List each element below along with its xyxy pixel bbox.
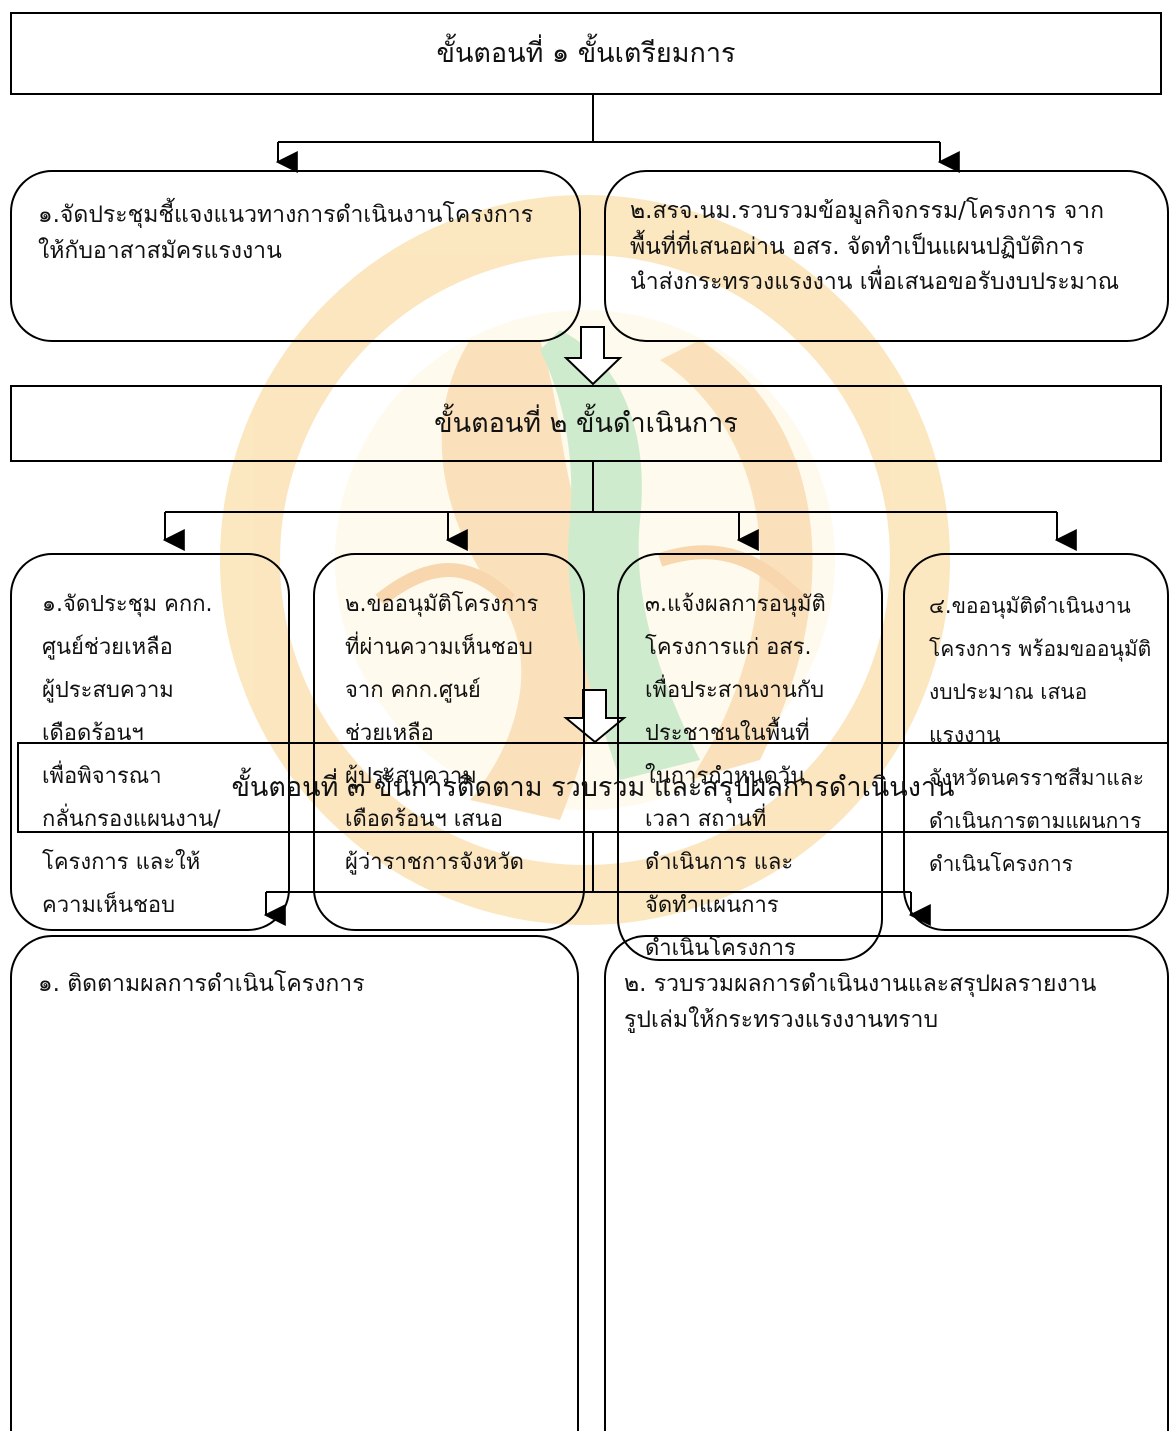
step2-item3-line8: จัดทำแผนการ — [645, 893, 779, 918]
step3-item2-line1: ๒. รวบรวมผลการดำเนินงานและสรุปผลรายงาน — [624, 971, 1097, 997]
step2-item1-line1: ๑.จัดประชุม คกก. — [42, 592, 213, 617]
step1-header: ขั้นตอนที่ ๑ ขั้นเตรียมการ — [10, 12, 1162, 95]
watermark-inner-disc — [335, 310, 835, 810]
step2-item4-line4: จังหวัดนครราชสีมาและ — [929, 766, 1144, 790]
step1-item2-line2: พื้นที่ที่เสนอผ่าน อสร. จัดทำเป็นแผนปฏิบ… — [630, 233, 1085, 260]
block-arrow-step1-to-step2 — [563, 326, 623, 386]
step3-header: ขั้นตอนที่ ๓ ขั้นการติดตาม รวบรวม และสรุ… — [17, 742, 1169, 833]
step2-item3-line7: ดำเนินการ และ — [645, 850, 794, 875]
step2-title: ขั้นตอนที่ ๒ ขั้นดำเนินการ — [434, 407, 738, 439]
step2-item1-line2: ศูนย์ช่วยเหลือ — [42, 635, 173, 660]
step1-item2-line1: ๒.สรจ.นม.รวบรวมข้อมูลกิจกรรม/โครงการ จาก — [630, 198, 1105, 224]
step2-item3-line1: ๓.แจ้งผลการอนุมัติ — [645, 592, 826, 617]
step2-item2-line5: ผู้ประสบความ — [345, 764, 477, 789]
block-arrow-step2-to-step3 — [563, 689, 627, 744]
step3-item1-box: ๑. ติดตามผลการดำเนินโครงการ — [10, 935, 579, 1431]
step1-item1-line2: ให้กับอาสาสมัครแรงงาน — [38, 237, 282, 264]
step2-item1-box: ๑.จัดประชุม คกก. ศูนย์ช่วยเหลือ ผู้ประสบ… — [10, 553, 290, 931]
step2-item1-line6: กลั่นกรองแผนงาน/ — [42, 807, 221, 832]
step2-item4-line6: ดำเนินโครงการ — [929, 852, 1073, 876]
step3-title: ขั้นตอนที่ ๓ ขั้นการติดตาม รวบรวม และสรุ… — [231, 771, 955, 803]
step2-item2-line7: ผู้ว่าราชการจังหวัด — [345, 850, 524, 875]
step2-item1-line5: เพื่อพิจารณา — [42, 764, 162, 789]
step2-item1-line4: เดือดร้อนฯ — [42, 721, 144, 746]
watermark-figure-right — [660, 340, 813, 780]
watermark-figure-center — [540, 330, 700, 780]
step2-item1-line7: โครงการ และให้ — [42, 850, 201, 875]
step2-item2-line1: ๒.ขออนุมัติโครงการ — [345, 592, 539, 617]
step2-item3-line9: ดำเนินโครงการ — [645, 936, 796, 961]
step1-item2-box: ๒.สรจ.นม.รวบรวมข้อมูลกิจกรรม/โครงการ จาก… — [604, 170, 1169, 342]
step2-item4-line2: โครงการ พร้อมขออนุมัติ — [929, 637, 1152, 661]
watermark-arm-left — [375, 563, 515, 606]
step3-item2-box: ๒. รวบรวมผลการดำเนินงานและสรุปผลรายงาน ร… — [604, 935, 1169, 1431]
step2-item2-line4: ช่วยเหลือ — [345, 721, 434, 746]
step2-item2-line2: ที่ผ่านความเห็นชอบ — [345, 635, 533, 660]
step2-item3-box: ๓.แจ้งผลการอนุมัติ โครงการแก่ อสร. เพื่อ… — [617, 553, 883, 961]
step1-item2-line3: นำส่งกระทรวงแรงงาน เพื่อเสนอขอรับงบประมา… — [630, 269, 1120, 296]
step2-item3-line6: เวลา สถานที่ — [645, 807, 767, 832]
step2-item4-line5: ดำเนินการตามแผนการ — [929, 809, 1142, 833]
step1-item1-box: ๑.จัดประชุมชี้แจงแนวทางการดำเนินงานโครงก… — [10, 170, 581, 342]
step3-item1-line1: ๑. ติดตามผลการดำเนินโครงการ — [38, 971, 365, 997]
step2-item2-line3: จาก คกก.ศูนย์ — [345, 678, 481, 703]
step2-item3-line3: เพื่อประสานงานกับ — [645, 678, 825, 703]
step2-item2-box: ๒.ขออนุมัติโครงการ ที่ผ่านความเห็นชอบ จา… — [313, 553, 585, 931]
step2-item3-line5: ในการกำหนดวัน — [645, 764, 806, 789]
step1-item1-line1: ๑.จัดประชุมชี้แจงแนวทางการดำเนินงานโครงก… — [38, 202, 534, 228]
step2-item2-line6: เดือดร้อนฯ เสนอ — [345, 807, 503, 832]
step2-item4-line1: ๔.ขออนุมัติดำเนินงาน — [929, 594, 1131, 618]
step2-item1-line8: ความเห็นชอบ — [42, 893, 176, 918]
step1-title: ขั้นตอนที่ ๑ ขั้นเตรียมการ — [436, 37, 736, 69]
step3-item2-line2: รูปเล่มให้กระทรวงแรงงานทราบ — [624, 1006, 939, 1033]
step2-header: ขั้นตอนที่ ๒ ขั้นดำเนินการ — [10, 385, 1162, 462]
step2-item3-line2: โครงการแก่ อสร. — [645, 635, 812, 660]
step2-item1-line3: ผู้ประสบความ — [42, 678, 174, 703]
step2-item3-line4: ประชาชนในพื้นที่ — [645, 721, 810, 746]
